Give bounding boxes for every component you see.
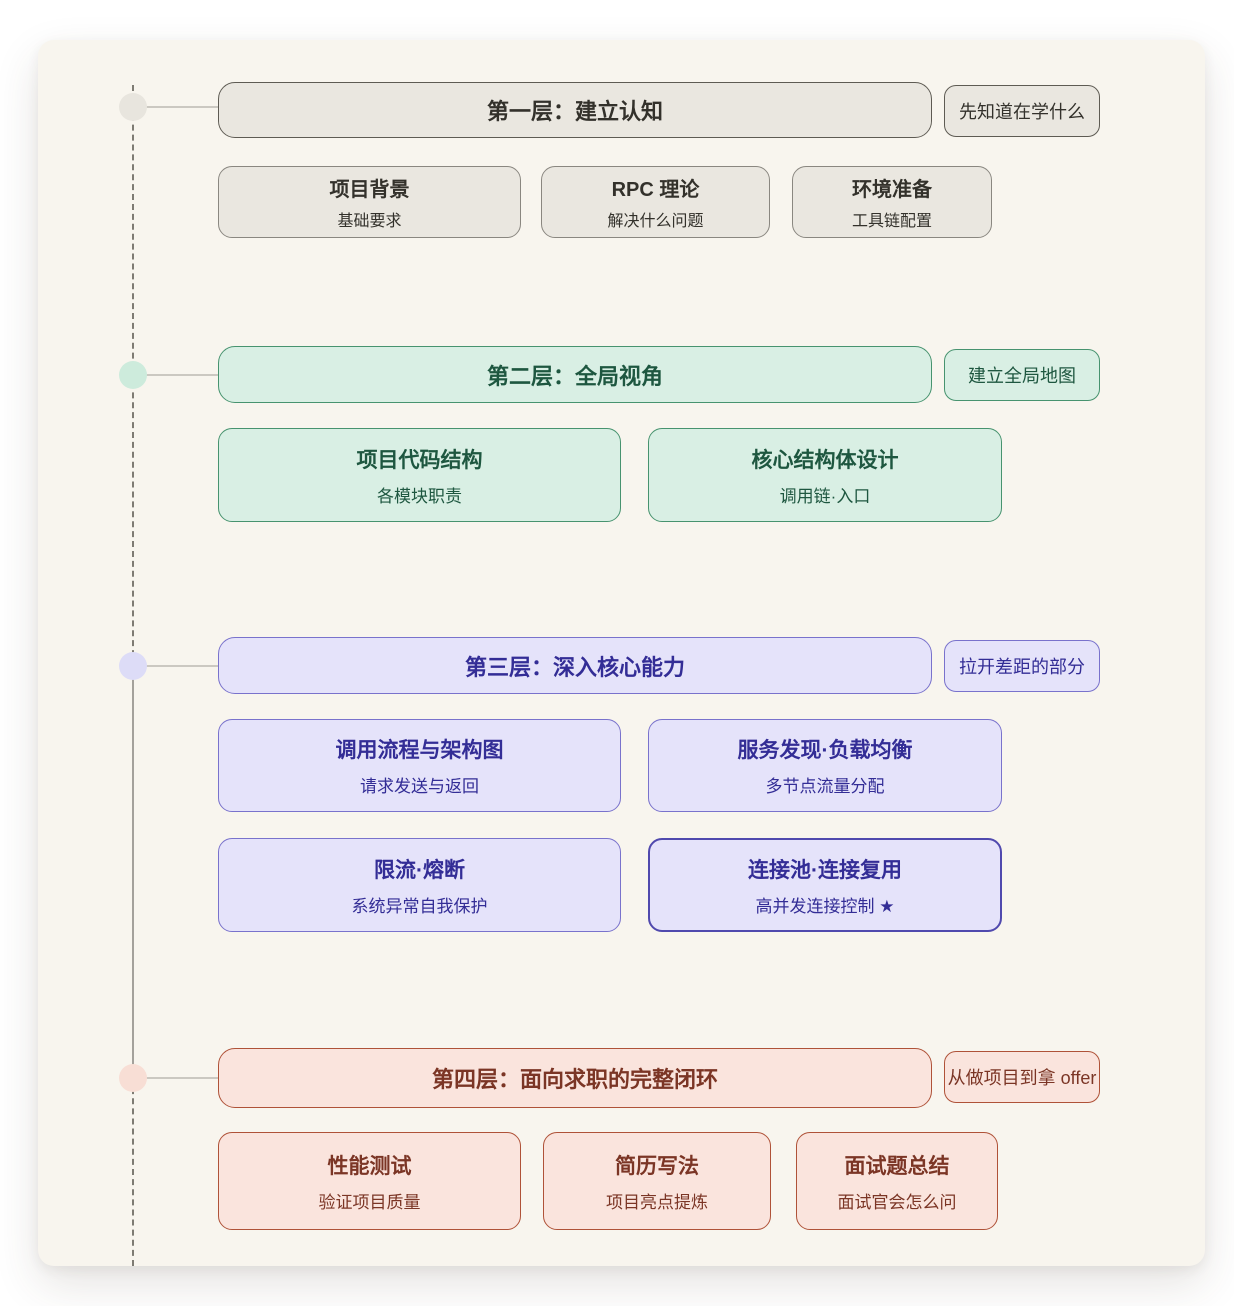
diagram-panel: 第一层：建立认知 先知道在学什么 项目背景 基础要求 RPC 理论 解决什么问题…: [38, 40, 1205, 1266]
card-subtitle: 系统异常自我保护: [351, 896, 488, 916]
card-subtitle: 解决什么问题: [607, 213, 704, 230]
card-title: 面试题总结: [844, 1154, 950, 1178]
layer2-header: 第二层：全局视角: [218, 346, 932, 403]
card-subtitle: 基础要求: [337, 213, 402, 230]
card-interview-questions: 面试题总结 面试官会怎么问: [796, 1132, 998, 1230]
layer4-title: 第四层：面向求职的完整闭环: [431, 1067, 718, 1092]
card-title: 性能测试: [327, 1154, 412, 1178]
card-service-discovery-load-balancing: 服务发现·负载均衡 多节点流量分配: [648, 719, 1002, 812]
layer1-side-note: 先知道在学什么: [944, 85, 1100, 137]
card-title: 项目代码结构: [356, 448, 483, 472]
timeline-dashed-line-bottom: [132, 1078, 134, 1266]
card-title: RPC 理论: [611, 179, 700, 201]
card-subtitle: 验证项目质量: [318, 1192, 421, 1212]
layer4-header: 第四层：面向求职的完整闭环: [218, 1048, 932, 1108]
timeline-node-layer1: [119, 93, 147, 121]
card-title: 项目背景: [329, 179, 410, 201]
card-subtitle: 调用链·入口: [779, 486, 871, 506]
card-subtitle: 请求发送与返回: [360, 777, 479, 796]
card-title: 核心结构体设计: [751, 448, 899, 472]
card-title: 环境准备: [852, 179, 932, 201]
layer3-side-note: 拉开差距的部分: [944, 640, 1100, 692]
layer4-side-note-text: 从做项目到拿 offer: [947, 1068, 1097, 1088]
card-project-background: 项目背景 基础要求: [218, 166, 521, 238]
card-title: 连接池·连接复用: [748, 858, 902, 882]
timeline-node-layer3: [119, 652, 147, 680]
card-core-struct-design: 核心结构体设计 调用链·入口: [648, 428, 1002, 522]
layer1-side-note-text: 先知道在学什么: [959, 102, 1085, 122]
card-subtitle: 面试官会怎么问: [837, 1192, 957, 1212]
card-subtitle: 项目亮点提炼: [606, 1192, 708, 1212]
card-title: 调用流程与架构图: [335, 739, 504, 762]
connector-layer3: [133, 665, 218, 667]
layer2-side-note: 建立全局地图: [944, 349, 1100, 401]
timeline-solid-line: [132, 666, 134, 1078]
card-subtitle: 高并发连接控制 ★: [755, 896, 895, 916]
card-title: 服务发现·负载均衡: [737, 739, 913, 762]
connector-layer2: [133, 374, 218, 376]
card-subtitle: 各模块职责: [377, 486, 462, 506]
layer3-side-note-text: 拉开差距的部分: [959, 657, 1085, 677]
layer3-header: 第三层：深入核心能力: [218, 637, 932, 694]
card-performance-test: 性能测试 验证项目质量: [218, 1132, 521, 1230]
card-connection-pool: 连接池·连接复用 高并发连接控制 ★: [648, 838, 1002, 932]
card-rate-limit-circuit-break: 限流·熔断 系统异常自我保护: [218, 838, 621, 932]
layer2-title: 第二层：全局视角: [486, 363, 663, 389]
layer4-side-note: 从做项目到拿 offer: [944, 1051, 1100, 1103]
card-code-structure: 项目代码结构 各模块职责: [218, 428, 621, 522]
card-title: 限流·熔断: [374, 858, 465, 882]
layer1-title: 第一层：建立认知: [486, 99, 663, 124]
timeline-node-layer2: [119, 361, 147, 389]
card-rpc-theory: RPC 理论 解决什么问题: [541, 166, 770, 238]
layer2-side-note-text: 建立全局地图: [968, 366, 1076, 386]
timeline-node-layer4: [119, 1064, 147, 1092]
card-title: 简历写法: [615, 1154, 699, 1178]
card-subtitle: 工具链配置: [851, 213, 932, 230]
card-call-flow-architecture: 调用流程与架构图 请求发送与返回: [218, 719, 621, 812]
card-environment-setup: 环境准备 工具链配置: [792, 166, 992, 238]
connector-layer4: [133, 1077, 218, 1079]
card-subtitle: 多节点流量分配: [765, 777, 885, 796]
connector-layer1: [133, 106, 218, 108]
card-resume-writing: 简历写法 项目亮点提炼: [543, 1132, 771, 1230]
layer3-title: 第三层：深入核心能力: [464, 654, 685, 680]
layer1-header: 第一层：建立认知: [218, 82, 932, 138]
